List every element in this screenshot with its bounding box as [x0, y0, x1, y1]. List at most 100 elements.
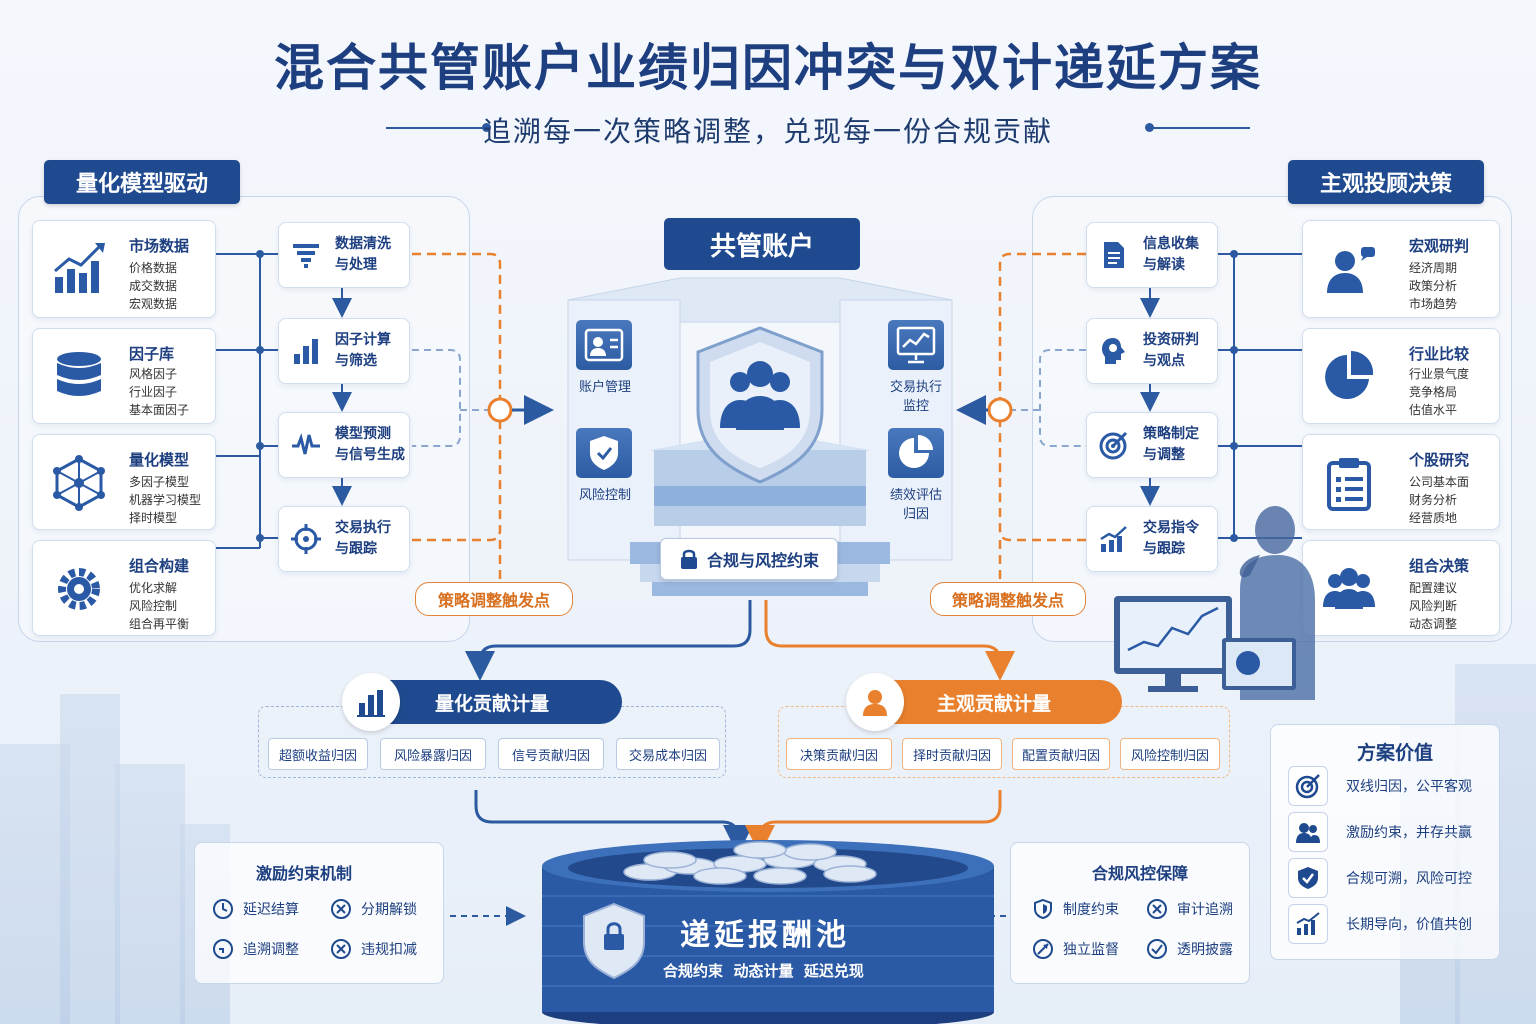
skyline-building [115, 764, 185, 1024]
crosshair-icon [291, 524, 321, 554]
card-title: 宏观研判 [1409, 237, 1470, 255]
card-item: 风险控制 [129, 599, 178, 613]
bar-chart-trend-icon [1296, 912, 1320, 935]
card-item: 配置建议 [1409, 581, 1458, 595]
incentive-item[interactable]: 分期解锁 [330, 898, 417, 920]
left-card-quant-model[interactable]: 量化模型 多因子模型 机器学习模型 择时模型 [32, 434, 216, 530]
performance-eval-label: 绩效评估 归因 [876, 486, 956, 524]
value-item: 双线归因，公平客观 [1288, 766, 1472, 806]
card-item: 公司基本面 [1409, 475, 1470, 489]
left-card-factor-library[interactable]: 因子库 风格因子 行业因子 基本面因子 [32, 328, 216, 424]
right-card-stock[interactable]: 个股研究 公司基本面 财务分析 经营质地 [1302, 434, 1500, 530]
step-line: 与跟踪 [335, 541, 377, 557]
compliance-constraint[interactable]: 合规与风控约束 [660, 538, 838, 580]
page-title: 混合共管账户业绩归因冲突与双计递延方案 [274, 39, 1262, 97]
step-line: 与跟踪 [1143, 541, 1185, 557]
incentive-item-label: 分期解锁 [361, 902, 417, 918]
risk-guard-item[interactable]: 透明披露 [1146, 938, 1233, 960]
cross-circle-icon [1147, 899, 1167, 919]
left-trigger-point[interactable]: 策略调整触发点 [415, 582, 573, 616]
left-card-market-data[interactable]: 市场数据 价格数据 成交数据 宏观数据 [32, 220, 216, 318]
quant-chip[interactable]: 风险暴露归因 [380, 738, 486, 770]
right-card-macro[interactable]: 宏观研判 经济周期 政策分析 市场趋势 [1302, 220, 1500, 318]
risk-guard-item-label: 透明披露 [1177, 942, 1233, 958]
card-item: 估值水平 [1409, 403, 1458, 417]
incentive-item-label: 追溯调整 [243, 942, 299, 958]
step-line: 与信号生成 [335, 447, 405, 463]
card-item: 市场趋势 [1409, 297, 1458, 311]
card-item: 竞争格局 [1409, 385, 1458, 399]
card-item: 风格因子 [129, 367, 178, 381]
lock-icon [680, 549, 697, 569]
incentive-item[interactable]: 追溯调整 [212, 938, 299, 960]
value-item: 激励约束，并存共赢 [1288, 812, 1472, 852]
risk-control-icon[interactable] [576, 428, 632, 478]
right-card-portfolio-decision[interactable]: 组合决策 配置建议 风险判断 动态调整 [1302, 540, 1500, 636]
quant-chip[interactable]: 信号贡献归因 [498, 738, 604, 770]
card-title: 市场数据 [129, 237, 190, 255]
left-step-data-cleaning[interactable]: 数据清洗与处理 [278, 222, 410, 288]
right-step-strategy[interactable]: 策略制定与调整 [1086, 412, 1218, 478]
card-item: 宏观数据 [129, 297, 178, 311]
step-line: 交易执行 [335, 520, 391, 536]
retro-adjust-icon [213, 939, 233, 959]
trade-monitor-line: 交易执行 [889, 380, 942, 395]
risk-guard-item-label: 审计追溯 [1177, 902, 1233, 918]
value-item-label: 激励约束，并存共赢 [1346, 825, 1472, 841]
quant-chip[interactable]: 交易成本归因 [616, 738, 720, 770]
clock-icon [213, 899, 233, 919]
left-step-model-predict[interactable]: 模型预测与信号生成 [278, 412, 410, 478]
gear-icon [58, 568, 100, 610]
people-icon [1296, 823, 1320, 843]
bar-chart-icon [294, 339, 318, 364]
risk-guard-item[interactable]: 制度约束 [1032, 898, 1119, 920]
card-item: 经营质地 [1409, 511, 1458, 525]
step-line: 与观点 [1143, 353, 1185, 369]
step-line: 与处理 [335, 257, 377, 273]
right-card-industry[interactable]: 行业比较 行业景气度 竞争格局 估值水平 [1302, 328, 1500, 424]
subj-chip[interactable]: 配置贡献归因 [1012, 738, 1110, 770]
incentive-item[interactable]: 违规扣减 [330, 938, 417, 960]
subtitle-line-right [1150, 127, 1250, 129]
incentive-item-label: 延迟结算 [243, 902, 299, 918]
target-icon [1099, 431, 1128, 460]
risk-guard-item[interactable]: 审计追溯 [1146, 898, 1233, 920]
subj-chip[interactable]: 决策贡献归因 [786, 738, 892, 770]
subj-chip[interactable]: 择时贡献归因 [902, 738, 1002, 770]
right-step-research[interactable]: 投资研判与观点 [1086, 318, 1218, 384]
card-item: 组合再平衡 [129, 617, 190, 631]
card-item: 多因子模型 [129, 475, 190, 489]
left-card-portfolio-build[interactable]: 组合构建 优化求解 风险控制 组合再平衡 [32, 540, 216, 636]
performance-eval-icon[interactable] [888, 428, 944, 478]
value-item-label: 长期导向，价值共创 [1346, 917, 1472, 933]
clipboard-checklist-icon [1327, 458, 1371, 511]
target-icon [1295, 774, 1320, 799]
incentive-item[interactable]: 延迟结算 [212, 898, 299, 920]
incentive-item-label: 违规扣减 [361, 942, 417, 958]
left-step-factor-calc[interactable]: 因子计算与筛选 [278, 318, 410, 384]
risk-guard-item[interactable]: 独立监督 [1032, 938, 1119, 960]
right-step-info-collect[interactable]: 信息收集与解读 [1086, 222, 1218, 288]
subj-chip[interactable]: 风险控制归因 [1120, 738, 1220, 770]
right-step-trade-order[interactable]: 交易指令与跟踪 [1086, 506, 1218, 572]
skyline-building [0, 744, 70, 1024]
card-item: 行业因子 [129, 385, 178, 399]
step-line: 数据清洗 [335, 236, 391, 252]
document-icon [1104, 242, 1124, 268]
card-item: 优化求解 [129, 581, 178, 595]
trade-monitor-icon[interactable] [888, 320, 944, 370]
account-management-icon[interactable] [576, 320, 632, 370]
group-people-icon [1323, 568, 1375, 609]
performance-eval-line: 归因 [902, 507, 929, 522]
step-line: 与筛选 [335, 353, 377, 369]
left-step-trade-exec[interactable]: 交易执行与跟踪 [278, 506, 410, 572]
skyline-building [60, 694, 120, 1024]
right-trigger-point[interactable]: 策略调整触发点 [930, 582, 1086, 616]
deferred-pool [542, 840, 994, 1024]
card-title: 组合决策 [1409, 557, 1470, 575]
quant-chip[interactable]: 超额收益归因 [268, 738, 368, 770]
filter-icon [293, 244, 319, 268]
subjective-contribution-bar: 主观贡献计量 [866, 680, 1122, 724]
deferred-pool-subtitle: 合规约束 动态计量 延迟兑现 [663, 962, 864, 980]
shield-icon [1034, 898, 1052, 920]
